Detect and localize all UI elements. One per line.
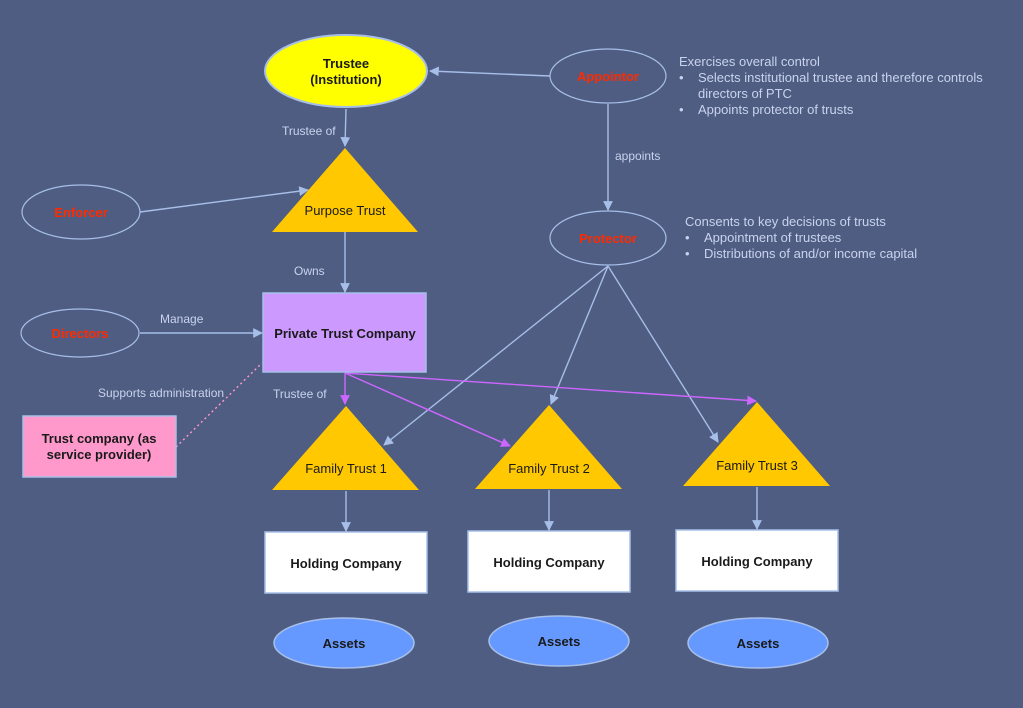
holding-company-3-label: Holding Company	[701, 554, 813, 569]
ptc-label: Private Trust Company	[274, 326, 416, 341]
edge-appointor-trustee	[429, 66, 551, 77]
appointor-label: Appointor	[577, 69, 639, 84]
service-provider-label-line2: service provider)	[47, 447, 152, 462]
edge-ptc-family-trust-2	[344, 372, 511, 447]
label-trustee-of-top: Trustee of	[282, 124, 336, 138]
node-service-provider: Trust company (as service provider)	[22, 415, 177, 478]
node-assets-2: Assets	[488, 615, 630, 667]
edge-protector-family-trust-3	[607, 265, 719, 443]
node-trustee: Trustee (Institution)	[264, 34, 428, 108]
protector-note-heading: Consents to key decisions of trusts	[685, 214, 886, 229]
node-protector: Protector	[549, 210, 667, 266]
family-trust-2-label: Family Trust 2	[508, 461, 590, 476]
directors-label: Directors	[51, 326, 108, 341]
node-holding-company-3: Holding Company	[675, 529, 839, 592]
edge-protector-family-trust-2	[549, 265, 609, 405]
node-holding-company-1: Holding Company	[264, 531, 428, 594]
node-family-trust-2: Family Trust 2	[475, 405, 622, 489]
node-assets-1: Assets	[273, 617, 415, 669]
label-manage: Manage	[160, 312, 204, 326]
edge-protector-family-trust-1	[383, 265, 609, 446]
appointor-note-list: Selects institutional trustee and theref…	[679, 70, 999, 118]
label-appoints: appoints	[615, 149, 660, 163]
label-trustee-of-bottom: Trustee of	[273, 387, 327, 401]
node-private-trust-company: Private Trust Company	[262, 292, 427, 373]
family-trust-1-label: Family Trust 1	[305, 461, 387, 476]
holding-company-1-label: Holding Company	[290, 556, 402, 571]
node-directors: Directors	[20, 308, 140, 358]
service-provider-label-line1: Trust company (as	[42, 431, 157, 446]
edge-trustee-purpose-trust	[340, 108, 351, 147]
node-family-trust-1: Family Trust 1	[272, 406, 419, 490]
edge-enforcer-purpose-trust	[139, 186, 309, 213]
family-trust-3-label: Family Trust 3	[716, 458, 798, 473]
node-purpose-trust: Purpose Trust	[272, 148, 418, 232]
trustee-label-line1: Trustee	[323, 56, 369, 71]
node-holding-company-2: Holding Company	[467, 530, 631, 593]
protector-label: Protector	[579, 231, 637, 246]
protector-note-item: Distributions of and/or income capital	[685, 246, 1005, 262]
label-owns: Owns	[294, 264, 325, 278]
appointor-note-heading: Exercises overall control	[679, 54, 820, 69]
enforcer-label: Enforcer	[54, 205, 107, 220]
assets-3-label: Assets	[737, 636, 780, 651]
protector-note-item: Appointment of trustees	[685, 230, 1005, 246]
protector-note: Consents to key decisions of trusts Appo…	[685, 214, 1005, 262]
appointor-note-item: Selects institutional trustee and theref…	[679, 70, 999, 102]
label-supports-administration: Supports administration	[98, 386, 224, 400]
edge-service-provider-ptc	[175, 362, 263, 448]
assets-1-label: Assets	[323, 636, 366, 651]
edge-ptc-family-trust-3	[344, 372, 757, 406]
edges	[139, 66, 762, 532]
node-family-trust-3: Family Trust 3	[683, 402, 830, 486]
protector-note-list: Appointment of trustees Distributions of…	[685, 230, 1005, 262]
holding-company-2-label: Holding Company	[493, 555, 605, 570]
purpose-trust-label: Purpose Trust	[305, 203, 386, 218]
appointor-note-item: Appoints protector of trusts	[679, 102, 999, 118]
node-assets-3: Assets	[687, 617, 829, 669]
node-enforcer: Enforcer	[21, 184, 141, 240]
appointor-note: Exercises overall control Selects instit…	[679, 54, 999, 118]
node-appointor: Appointor	[549, 48, 667, 104]
trustee-label-line2: (Institution)	[310, 72, 381, 87]
assets-2-label: Assets	[538, 634, 581, 649]
